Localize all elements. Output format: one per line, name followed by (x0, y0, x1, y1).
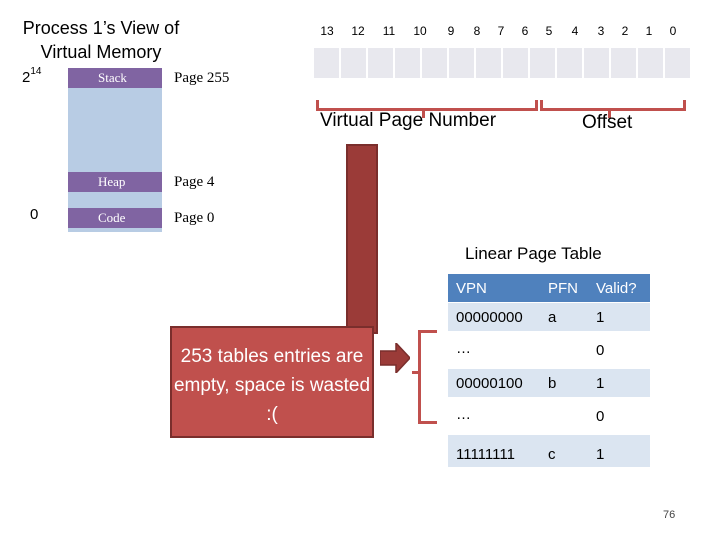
cell-pfn: b (540, 368, 588, 398)
bit-cell (530, 48, 556, 78)
page-table-title: Linear Page Table (465, 244, 602, 263)
diagram-title: Process 1’s View of Virtual Memory (22, 18, 180, 62)
cell-pfn: c (540, 434, 588, 468)
top-address-exponent: 14 (30, 66, 42, 77)
bit-number: 7 (497, 24, 505, 38)
bit-cell (368, 48, 394, 78)
cell-vpn: 00000000 (448, 302, 540, 332)
table-row: 11111111 c 1 (448, 434, 650, 468)
bit-cell (638, 48, 664, 78)
right-arrow-icon (380, 343, 410, 373)
cell-valid: 0 (588, 331, 650, 369)
offset-bracket-tip (608, 108, 611, 118)
vpn-bracket-tip (422, 108, 425, 118)
table-row: … 0 (448, 397, 650, 435)
heap-segment: Heap (68, 172, 162, 192)
vpn-arrow-shaft (346, 144, 378, 334)
header-vpn: VPN (448, 274, 540, 303)
bit-number: 6 (521, 24, 529, 38)
table-header-row: VPN PFN Valid? (448, 274, 650, 303)
bit-cell (584, 48, 610, 78)
bit-cell (665, 48, 691, 78)
slide-number: 76 (663, 509, 676, 521)
empty-entries-brace (418, 330, 437, 424)
bit-number: 11 (382, 24, 396, 38)
virtual-page-number-label: Virtual Page Number (320, 110, 497, 131)
wasted-space-callout: 253 tables entries are empty, space is w… (170, 326, 374, 438)
bit-cell (314, 48, 340, 78)
bit-number: 0 (669, 24, 677, 38)
bit-number: 3 (597, 24, 605, 38)
stack-segment: Stack (68, 68, 162, 88)
offset-bracket (540, 100, 686, 111)
cell-pfn (540, 331, 588, 369)
cell-pfn: a (540, 302, 588, 332)
code-segment: Code (68, 208, 162, 228)
cell-vpn: … (448, 397, 540, 435)
bit-cell (476, 48, 502, 78)
cell-valid: 0 (588, 397, 650, 435)
top-address-label: 214 (22, 66, 42, 86)
bit-number: 10 (413, 24, 427, 38)
table-row: 00000000 a 1 (448, 302, 650, 332)
linear-page-table: VPN PFN Valid? 00000000 a 1 … 0 00000100… (448, 274, 650, 468)
bit-number: 2 (621, 24, 629, 38)
bit-cell (611, 48, 637, 78)
bit-number: 12 (351, 24, 365, 38)
header-valid: Valid? (588, 274, 650, 303)
header-pfn: PFN (540, 274, 588, 303)
bit-number: 1 (645, 24, 653, 38)
cell-valid: 1 (588, 368, 650, 398)
bottom-address-label: 0 (30, 206, 39, 223)
cell-pfn (540, 397, 588, 435)
bit-cell (557, 48, 583, 78)
bit-cell (503, 48, 529, 78)
table-row: 00000100 b 1 (448, 368, 650, 398)
empty-entries-brace-tip (412, 371, 420, 374)
cell-valid: 1 (588, 302, 650, 332)
stack-page-label: Page 255 (174, 70, 230, 86)
bit-number: 8 (473, 24, 481, 38)
bit-cell (395, 48, 421, 78)
cell-vpn: 00000100 (448, 368, 540, 398)
heap-page-label: Page 4 (174, 174, 215, 190)
offset-label: Offset (582, 112, 633, 133)
top-address-base: 2 (22, 69, 31, 86)
virtual-memory-column: Stack Heap Code (68, 68, 162, 232)
cell-vpn: 11111111 (448, 434, 540, 468)
bit-cell (341, 48, 367, 78)
code-page-label: Page 0 (174, 210, 215, 226)
bit-number: 9 (447, 24, 455, 38)
bit-number: 4 (571, 24, 579, 38)
vpn-bracket (316, 100, 538, 111)
bit-number: 13 (320, 24, 334, 38)
bit-cell (449, 48, 475, 78)
bit-number: 5 (545, 24, 553, 38)
cell-vpn: … (448, 331, 540, 369)
table-row: … 0 (448, 331, 650, 369)
bit-cell (422, 48, 448, 78)
cell-valid: 1 (588, 434, 650, 468)
